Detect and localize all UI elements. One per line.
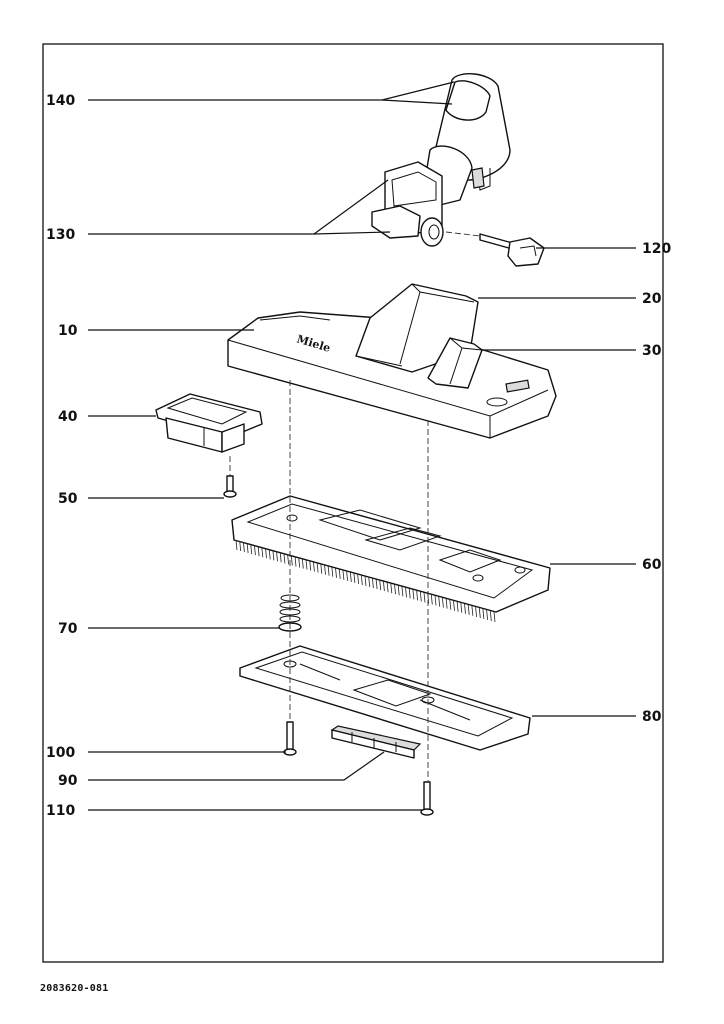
- callout-90: 90: [58, 773, 78, 789]
- part-60-brush-plate: [231, 495, 551, 623]
- callout-80: 80: [642, 709, 662, 725]
- callout-140: 140: [46, 93, 75, 109]
- callout-70: 70: [58, 621, 78, 637]
- callout-60: 60: [642, 557, 662, 573]
- callout-100: 100: [46, 745, 75, 761]
- callout-40: 40: [58, 409, 78, 425]
- callout-20: 20: [642, 291, 662, 307]
- part-10-housing: Miele: [227, 311, 557, 439]
- document-id: 2083620-081: [40, 983, 109, 994]
- part-50-screw: [223, 456, 237, 498]
- leader-lines: [88, 81, 636, 811]
- drawing-frame: [42, 43, 664, 963]
- callout-130: 130: [46, 227, 75, 243]
- part-80-base-sole: [239, 645, 531, 751]
- callout-120: 120: [642, 241, 671, 257]
- housing-slot: [505, 379, 530, 393]
- callout-labels: 140 130 120 20 10 30 40 50 60 70 80 100 …: [46, 93, 671, 819]
- brush-bristles: [235, 539, 496, 623]
- assembly-axis-lines: [289, 380, 429, 782]
- part-100-screw: [283, 721, 297, 756]
- callout-110: 110: [46, 803, 75, 819]
- part-110-screw: [420, 781, 434, 816]
- part-120-axle-pin: [445, 231, 545, 267]
- part-40-cover-plate: [155, 393, 263, 453]
- callout-10: 10: [58, 323, 78, 339]
- callout-50: 50: [58, 491, 78, 507]
- callout-30: 30: [642, 343, 662, 359]
- part-130-swivel-joint: [371, 145, 473, 247]
- part-90-guide-strip: [330, 725, 422, 759]
